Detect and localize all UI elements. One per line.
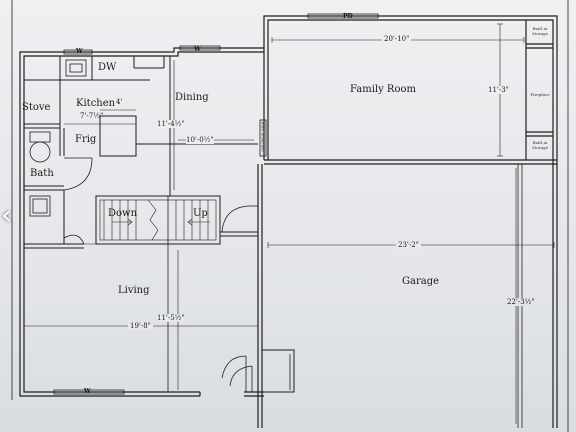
window-mark-kitchen: W (76, 48, 83, 55)
dining-depth-dim: 11'-4½" (157, 120, 185, 128)
window-mark-dining: W (194, 46, 201, 53)
dimension-lines (23, 23, 555, 424)
house-walls (19, 47, 295, 428)
living-label: Living (118, 285, 150, 296)
kitchen-label: Kitchen (76, 98, 116, 109)
garage-label: Garage (402, 276, 440, 287)
chevron-left-icon: ‹ (1, 198, 13, 231)
garage-lines (517, 164, 523, 428)
frig-label: Frig (75, 134, 97, 145)
dining-label: Dining (175, 92, 209, 103)
fixtures (29, 59, 87, 217)
family-room-walls (263, 13, 558, 428)
garage-depth-dim: 22'-3½" (506, 298, 536, 306)
storage-note-top: Built in Storage (532, 26, 548, 36)
stairs-down-label: Down (108, 208, 138, 219)
fireplace-note: Fireplace (530, 92, 550, 97)
dishwasher-label: DW (98, 62, 117, 73)
storage-note-bottom: Built in Storage (532, 140, 548, 150)
dining-width-dim: 10'-0½" (186, 136, 214, 144)
garage-width-dim: 23'-2" (396, 241, 421, 249)
door-swings (63, 157, 258, 392)
family-width-dim: 20'-10" (382, 35, 412, 43)
stair-treads (103, 199, 210, 241)
previous-image-button[interactable]: ‹ (0, 198, 18, 234)
windows (53, 45, 221, 395)
family-depth-dim: 11'-3" (486, 86, 511, 94)
interior-walls (24, 56, 267, 392)
kitchen-width-dim: 7'-7½" (80, 112, 104, 120)
family-room-label: Family Room (350, 84, 416, 95)
living-width-dim: 19'-8" (128, 322, 153, 330)
stove-label: Stove (22, 102, 51, 113)
living-depth-dim: 11'-5½" (157, 314, 185, 322)
window-mark-living: W (84, 388, 91, 395)
bath-label: Bath (30, 168, 54, 179)
bookcase-note: Built Bookcase (260, 121, 266, 152)
patio-door-mark: PD (343, 13, 353, 20)
stairs-up-label: Up (193, 208, 208, 219)
kitchen-small-dim: 4' (116, 98, 123, 106)
